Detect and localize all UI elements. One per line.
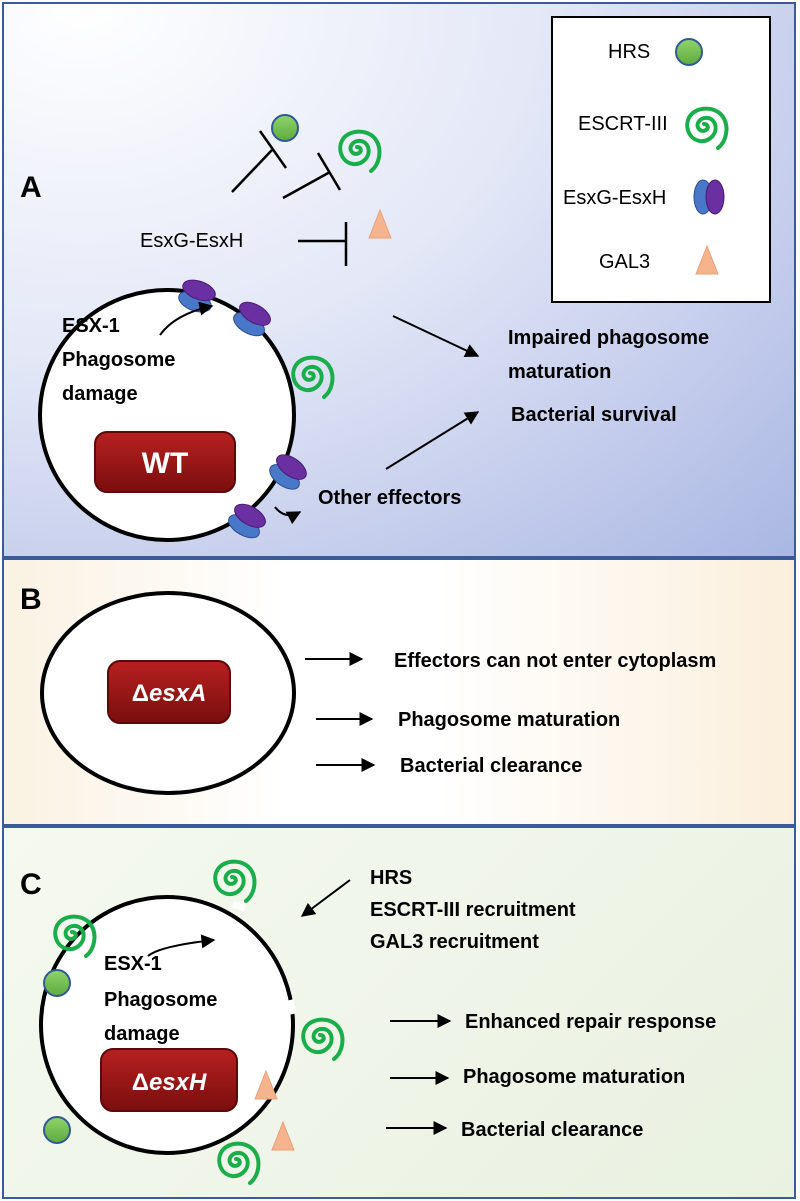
outcome-impaired-line2: maturation (508, 361, 611, 383)
legend-hrs-label: HRS (608, 41, 650, 63)
damage-c-line2: Phagosome (104, 989, 217, 1011)
inhibitor-label: EsxG-EsxH (140, 230, 243, 252)
outcome-b2: Phagosome maturation (398, 709, 620, 731)
bacterium-wt-label: WT (142, 447, 189, 480)
damage-c-line3: damage (104, 1023, 180, 1045)
outcome-b1: Effectors can not enter cytoplasm (394, 650, 716, 672)
hrs-icon (43, 969, 71, 997)
hrs-icon (271, 114, 299, 142)
legend-esxgh-label: EsxG-EsxH (563, 187, 666, 209)
outcome-c1: Enhanced repair response (465, 1011, 716, 1033)
bacterium-esxa (107, 660, 231, 724)
legend-box (551, 16, 771, 303)
escrt-iii-icon (213, 859, 257, 903)
bacterium-wt (94, 431, 236, 493)
recruit-arrow (300, 879, 351, 917)
escrt-iii-icon (291, 355, 335, 399)
damage-c-arrow (147, 934, 216, 957)
escrt-iii-icon (338, 129, 382, 173)
esxg-esxh-icon (693, 179, 725, 215)
recruit-escrt: ESCRT-III recruitment (370, 899, 576, 921)
recruit-gal3: GAL3 recruitment (370, 931, 539, 953)
outcome-survival: Bacterial survival (511, 404, 677, 426)
arrow-to-survival (385, 411, 480, 470)
legend: HRS ESCRT-III EsxG-EsxH GAL3 (551, 16, 771, 303)
gal3-icon (271, 1121, 295, 1151)
damage-line3: damage (62, 383, 138, 405)
legend-gal3-label: GAL3 (599, 251, 650, 273)
damage-arrow (159, 301, 214, 336)
hrs-icon (675, 38, 703, 66)
damage-c-line1: ESX-1 (104, 953, 162, 975)
inhibition-lines (231, 130, 348, 266)
outcome-c2: Phagosome maturation (463, 1066, 685, 1088)
hrs-icon (43, 1116, 71, 1144)
bacterium-esxa-label: ΔesxA (132, 680, 207, 707)
damage-line1: ESX-1 (62, 315, 120, 337)
escrt-iii-icon (217, 1141, 261, 1185)
recruit-hrs: HRS (370, 867, 412, 889)
escrt-iii-icon (301, 1017, 345, 1061)
outcome-b3: Bacterial clearance (400, 755, 582, 777)
outcome-impaired-line1: Impaired phagosome (508, 327, 709, 349)
other-effectors: Other effectors (318, 487, 461, 509)
panel-c-letter: C (20, 868, 42, 901)
bacterium-esxh (100, 1048, 238, 1112)
arrow-to-impaired (392, 315, 480, 357)
gal3-icon (368, 209, 392, 239)
panel-a-letter: A (20, 171, 42, 204)
panel-b-letter: B (20, 583, 42, 616)
damage-line2: Phagosome (62, 349, 175, 371)
membrane-gaps (231, 900, 297, 1117)
legend-escrt-label: ESCRT-III (578, 113, 668, 135)
outcome-c3: Bacterial clearance (461, 1119, 643, 1141)
bacterium-esxh-label: ΔesxH (132, 1069, 207, 1096)
effector-arrow (274, 506, 302, 525)
